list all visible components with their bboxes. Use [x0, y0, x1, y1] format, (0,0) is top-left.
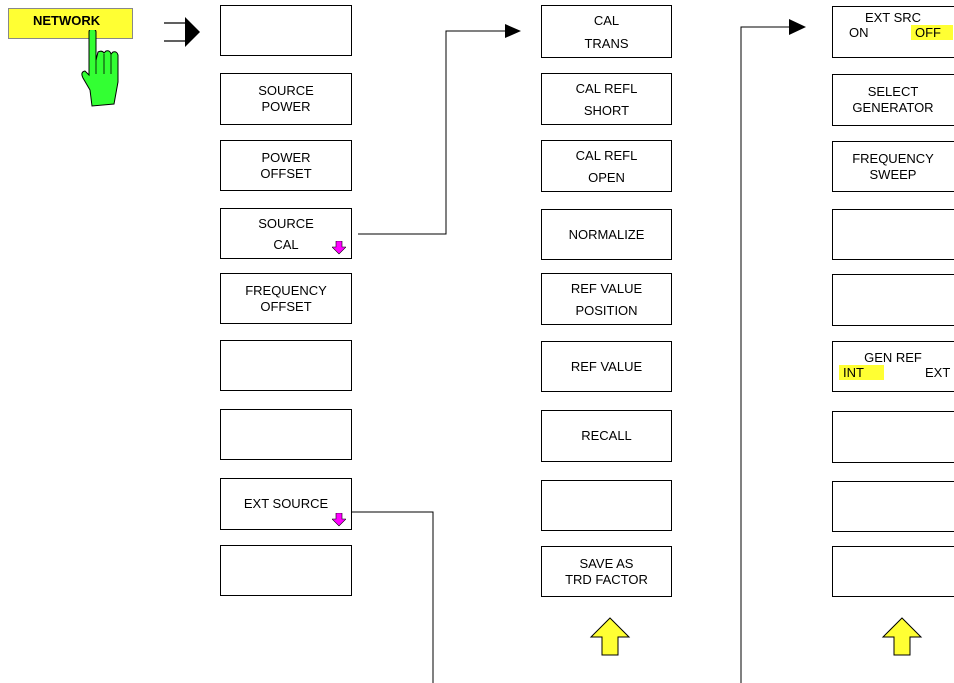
- frequency-offset-softkey[interactable]: FREQUENCY OFFSET: [220, 273, 352, 324]
- cal-refl-short-softkey[interactable]: CAL REFL SHORT: [541, 73, 672, 125]
- source-cal-softkey[interactable]: SOURCE CAL: [220, 208, 352, 259]
- softkey-line: REF VALUE: [570, 358, 643, 374]
- softkey-line: SELECT: [867, 84, 919, 99]
- col3-softkey-5[interactable]: [832, 274, 954, 326]
- softkey-line: POWER: [261, 149, 311, 165]
- gen-ref-int-option: INT: [839, 365, 884, 380]
- submenu-arrow-icon: [332, 513, 346, 527]
- next-page-arrow-icon[interactable]: [881, 617, 923, 657]
- softkey-line: CAL: [273, 237, 299, 252]
- frequency-sweep-softkey[interactable]: FREQUENCY SWEEP: [832, 141, 954, 192]
- pointing-hand-icon: [81, 30, 119, 107]
- softkey-line: CAL REFL: [575, 81, 638, 96]
- softkey-line: SAVE AS: [579, 555, 634, 571]
- softkey-line: SOURCE: [258, 83, 314, 98]
- recall-softkey[interactable]: RECALL: [541, 410, 672, 462]
- ext-source-arrow: [789, 19, 806, 35]
- submenu-arrow-icon: [332, 241, 346, 255]
- gen-ref-ext-option: EXT: [925, 365, 951, 380]
- normalize-softkey[interactable]: NORMALIZE: [541, 209, 672, 260]
- col3-softkey-7[interactable]: [832, 411, 954, 463]
- ext-src-toggle-softkey[interactable]: EXT SRC ON OFF: [832, 6, 954, 58]
- softkey-line: REF VALUE: [570, 281, 643, 296]
- softkey-line: GENERATOR: [852, 100, 934, 115]
- gen-ref-toggle-softkey[interactable]: GEN REF INT EXT: [832, 341, 954, 392]
- softkey-line: NORMALIZE: [568, 226, 645, 242]
- power-offset-softkey[interactable]: POWER OFFSET: [220, 140, 352, 191]
- softkey-line: GEN REF: [864, 350, 922, 365]
- col3-softkey-9[interactable]: [832, 546, 954, 597]
- col3-softkey-8[interactable]: [832, 481, 954, 532]
- select-generator-softkey[interactable]: SELECT GENERATOR: [832, 74, 954, 126]
- ext-source-softkey[interactable]: EXT SOURCE: [220, 478, 352, 530]
- softkey-line: EXT SOURCE: [243, 496, 329, 511]
- softkey-line: FREQUENCY: [245, 282, 327, 298]
- softkey-line: POWER: [261, 99, 311, 114]
- col2-softkey-8[interactable]: [541, 480, 672, 531]
- softkey-line: RECALL: [581, 428, 632, 443]
- softkey-line: SOURCE: [258, 216, 314, 231]
- save-as-trd-factor-softkey[interactable]: SAVE AS TRD FACTOR: [541, 546, 672, 597]
- softkey-line: TRANS: [584, 36, 629, 51]
- ext-src-off-option: OFF: [911, 25, 953, 40]
- softkey-line: SHORT: [583, 103, 630, 118]
- softkey-line: POSITION: [575, 303, 638, 318]
- col1-softkey-7[interactable]: [220, 409, 352, 460]
- ref-value-softkey[interactable]: REF VALUE: [541, 341, 672, 392]
- network-hardkey[interactable]: NETWORK: [8, 8, 133, 39]
- softkey-line: FREQUENCY: [852, 150, 934, 166]
- col1-softkey-9[interactable]: [220, 545, 352, 596]
- next-page-arrow-icon[interactable]: [589, 617, 631, 657]
- softkey-line: TRD FACTOR: [565, 571, 648, 587]
- ref-value-position-softkey[interactable]: REF VALUE POSITION: [541, 273, 672, 325]
- col1-softkey-1[interactable]: [220, 5, 352, 56]
- softkey-line: OPEN: [588, 170, 625, 185]
- source-cal-arrow: [505, 24, 521, 38]
- network-label: NETWORK: [33, 13, 101, 28]
- ext-src-options: ON OFF: [833, 25, 954, 41]
- softkey-line: CAL: [593, 13, 620, 28]
- softkey-line: EXT SRC: [864, 10, 922, 25]
- softkey-line: OFFSET: [260, 165, 312, 181]
- ext-src-on-option: ON: [849, 25, 869, 40]
- cal-trans-softkey[interactable]: CAL TRANS: [541, 5, 672, 58]
- softkey-line: OFFSET: [260, 298, 312, 314]
- gen-ref-options: INT EXT: [833, 365, 954, 381]
- col1-softkey-6[interactable]: [220, 340, 352, 391]
- col3-softkey-4[interactable]: [832, 209, 954, 260]
- source-power-softkey[interactable]: SOURCE POWER: [220, 73, 352, 125]
- softkey-line: CAL REFL: [575, 148, 638, 163]
- menu-entry-arrow: [185, 17, 200, 47]
- cal-refl-open-softkey[interactable]: CAL REFL OPEN: [541, 140, 672, 192]
- softkey-line: SWEEP: [869, 166, 917, 182]
